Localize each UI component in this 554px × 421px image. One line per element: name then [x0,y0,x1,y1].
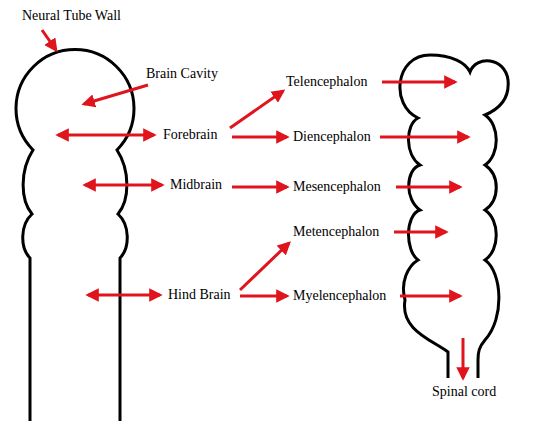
structure-label: Neural Tube Wall [22,8,121,24]
split-arrow [240,243,289,290]
red-arrows [42,30,468,378]
split-arrow [230,91,283,128]
structure-label: Metencephalon [293,224,379,240]
structure-label: Forebrain [163,127,217,143]
structure-label: Diencephalon [293,129,371,145]
structure-label: Myelencephalon [293,288,386,304]
structure-label: Brain Cavity [146,66,218,82]
region-arrow [382,81,455,84]
early-neural-tube-outline [16,50,134,421]
midbrain-arrow [85,184,162,187]
cavity-arrow [84,85,148,104]
hindbrain-arrow [88,294,160,297]
forebrain-arrow [58,134,154,137]
structure-label: Telencephalon [286,74,367,90]
region-arrow [394,231,446,234]
region-arrow [380,136,468,139]
structure-label: Mesencephalon [293,179,381,195]
region-arrow [396,186,460,189]
region-arrow [400,295,460,298]
split-arrow [232,136,287,139]
structure-label: Hind Brain [168,287,231,303]
split-arrow [240,295,287,298]
structure-label: Spinal cord [432,384,496,400]
structure-label: Midbrain [170,177,222,193]
split-arrow [232,186,287,189]
later-neural-tube-outline [400,55,508,378]
spinal-arrow [462,338,465,378]
wall-arrow [42,30,56,50]
